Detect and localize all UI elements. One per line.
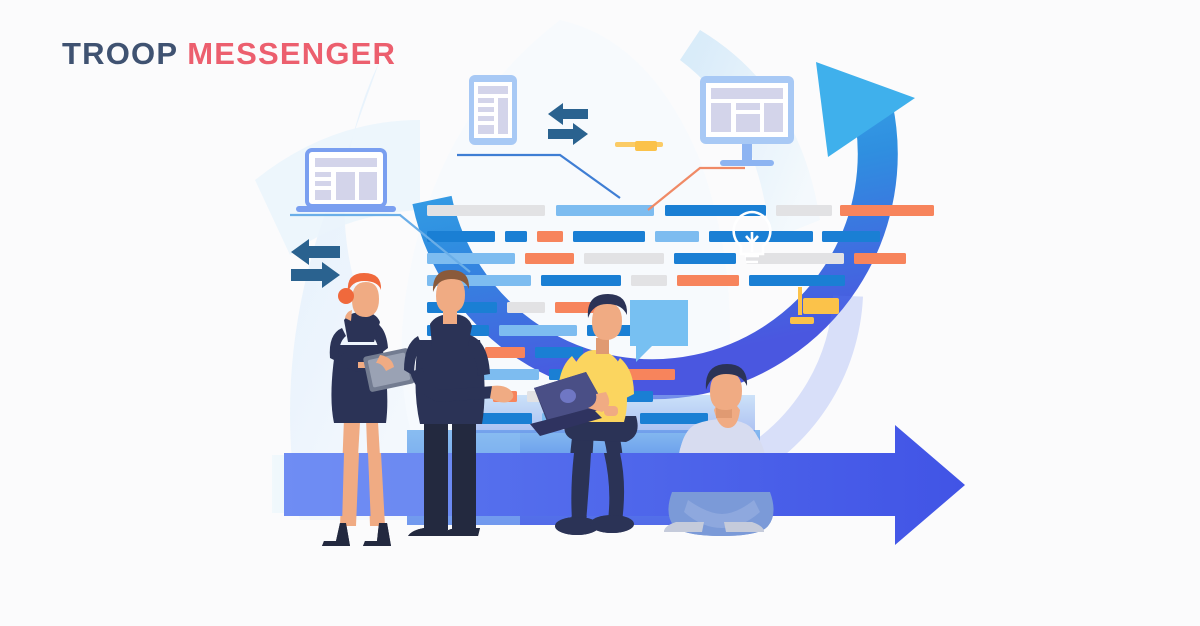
brand-word-messenger: MESSENGER [187, 36, 397, 71]
code-bar-segment [854, 253, 906, 264]
exchange-arrows-icon [548, 103, 588, 145]
code-bar-segment [776, 205, 832, 216]
code-bar-segment [631, 275, 667, 286]
code-bar-segment [541, 275, 621, 286]
connector-lines [290, 153, 745, 273]
speech-bubble-icon [630, 300, 688, 362]
circular-refresh-arrow [412, 62, 915, 400]
code-bar-segment [470, 413, 532, 424]
code-bar-segment [427, 205, 545, 216]
code-bar-segment [655, 231, 699, 242]
code-bar-segment [584, 253, 664, 264]
exchange-arrows-icon-left [291, 239, 340, 288]
code-bar-segment [625, 369, 675, 380]
code-bar-segment [537, 231, 563, 242]
code-bar-segment [746, 253, 844, 264]
code-bar-segment [525, 253, 574, 264]
code-bar-segment [499, 325, 577, 336]
code-bar-segment [505, 231, 527, 242]
brand-word-troop: TROOP [62, 36, 179, 71]
yellow-accent-connectors [615, 141, 839, 324]
code-bar-segment [573, 231, 645, 242]
code-bar-segment [479, 369, 539, 380]
tablet-device-icon [469, 75, 517, 145]
code-bar-segment [485, 347, 525, 358]
connector-tablet [457, 153, 621, 199]
code-bar-segment [427, 253, 515, 264]
laptop-open [530, 372, 606, 436]
lightbulb-icon [732, 210, 772, 264]
legs-over-arrow [322, 453, 774, 546]
code-bar-segment [535, 347, 583, 358]
code-bar-segment [709, 231, 813, 242]
code-bar-segment [427, 231, 495, 242]
code-bar-segment [640, 413, 708, 424]
laptop-device-icon [296, 148, 396, 212]
code-bar-segment [840, 205, 934, 216]
code-bar-segment [556, 205, 654, 216]
code-bar-segment [749, 275, 845, 286]
code-bar-segment [677, 275, 739, 286]
code-bar-segment [507, 302, 545, 313]
connector-monitor [647, 166, 745, 211]
desktop-monitor-icon [700, 76, 794, 166]
code-bar-segment [665, 205, 766, 216]
connector-laptop [290, 213, 471, 273]
code-bar-segment [822, 231, 880, 242]
code-bar-segment [674, 253, 736, 264]
